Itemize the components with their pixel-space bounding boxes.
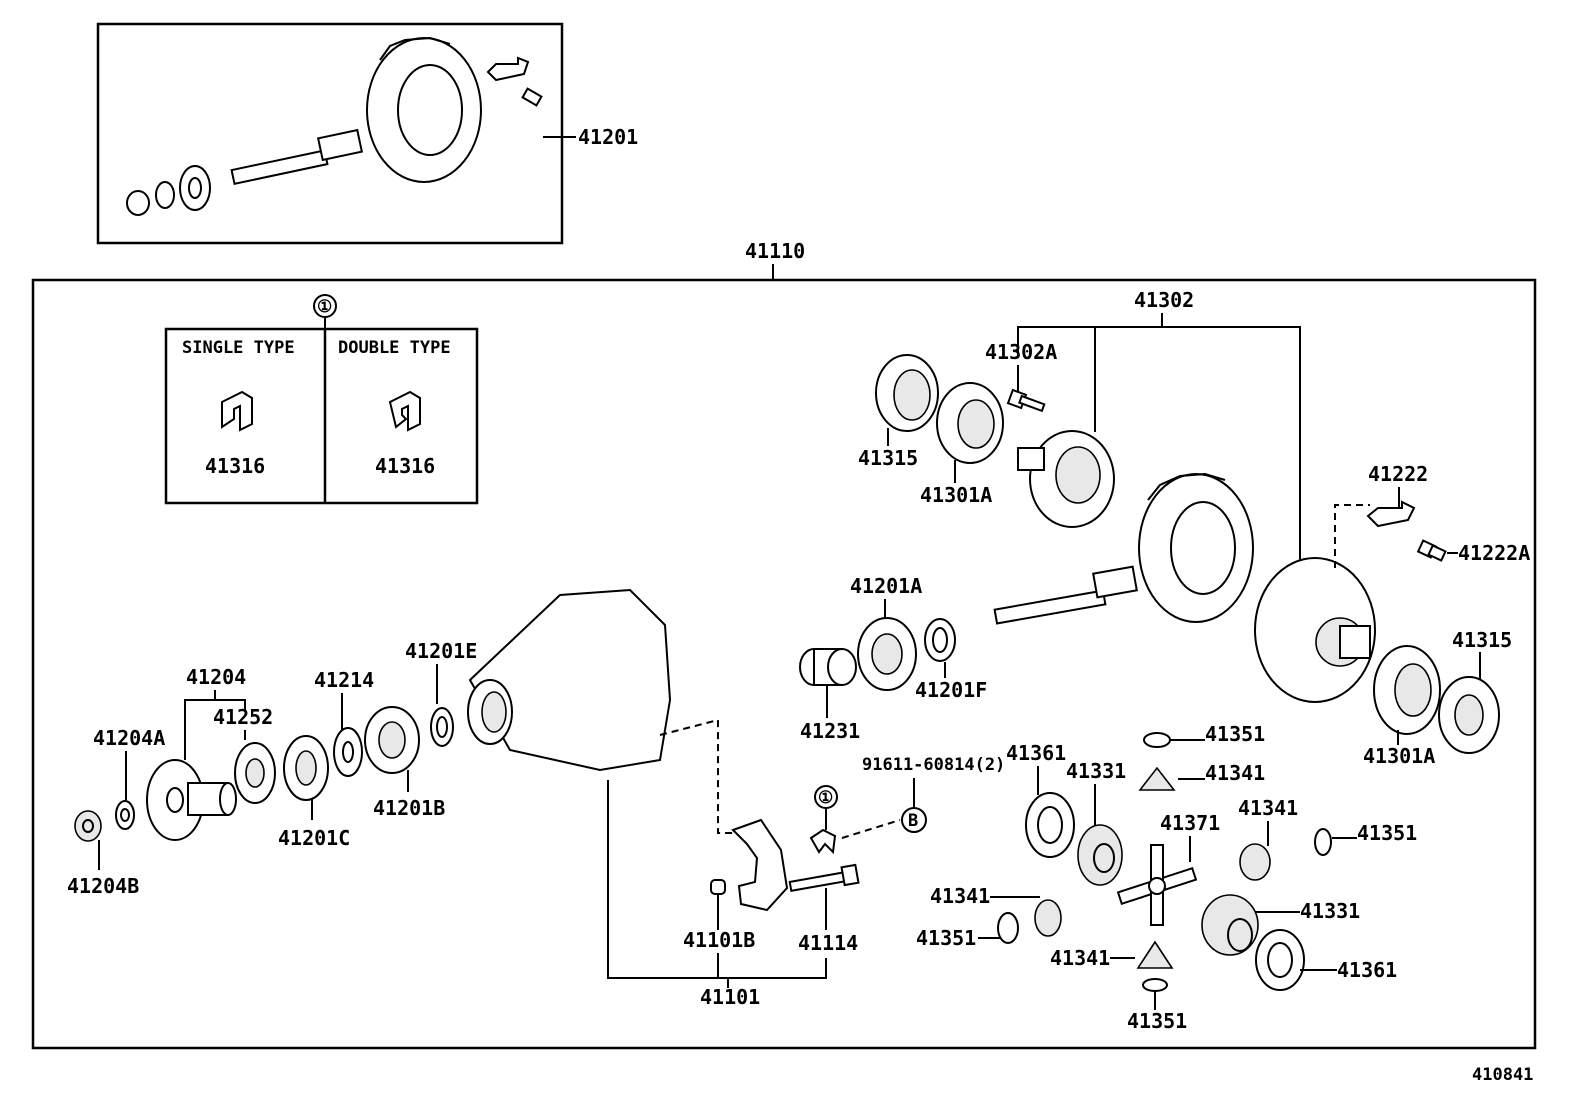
shim-41201F — [924, 618, 956, 662]
washer-41351-b — [1314, 828, 1332, 856]
side-gear-41331-b — [1201, 894, 1259, 956]
clip-41316-installed — [809, 828, 837, 855]
ring-gear-pinion-main — [993, 472, 1254, 625]
part-label-41341-a: 41341 — [1205, 761, 1265, 785]
bearing-cup-41315-right — [1438, 676, 1500, 754]
part-label-41341-d: 41341 — [1050, 946, 1110, 970]
thrust-washer-41361-b — [1255, 929, 1305, 991]
part-label-41341-b: 41341 — [1238, 796, 1298, 820]
part-label-41101B: 41101B — [683, 928, 755, 952]
bearing-41201A — [857, 617, 917, 691]
part-label-41331-top: 41331 — [1066, 759, 1126, 783]
part-label-41252: 41252 — [213, 705, 273, 729]
single-clip-illustration — [221, 390, 253, 432]
part-label-41351-a: 41351 — [1205, 722, 1265, 746]
part-label-41231: 41231 — [800, 719, 860, 743]
clip-marker-1: ① — [818, 788, 833, 808]
part-label-41315-right: 41315 — [1452, 628, 1512, 652]
part-label-41201E: 41201E — [405, 639, 477, 663]
pinion-41341-c — [1034, 899, 1062, 937]
part-label-41101: 41101 — [700, 985, 760, 1009]
part-label-41351-b: 41351 — [1357, 821, 1417, 845]
knock-pin-41101B — [710, 879, 726, 895]
differential-carrier-housing — [467, 588, 672, 772]
pinion-shaft-41371 — [1116, 844, 1198, 926]
part-label-41201B: 41201B — [373, 796, 445, 820]
ring-gear-pinion-illustration — [126, 36, 543, 216]
bearing-cap-41101 — [731, 818, 789, 912]
part-label-41351-c: 41351 — [916, 926, 976, 950]
part-label-41315-top: 41315 — [858, 446, 918, 470]
plate-41222 — [1366, 500, 1416, 528]
nut-41204B — [74, 810, 102, 842]
part-label-41204A: 41204A — [93, 726, 165, 750]
part-label-41361-top: 41361 — [1006, 741, 1066, 765]
washer-41351-a — [1143, 732, 1171, 748]
assembly-label-41110: 41110 — [745, 239, 805, 263]
dust-deflector-41252 — [234, 742, 276, 804]
spacer-41231 — [799, 648, 857, 686]
part-label-41201A: 41201A — [850, 574, 922, 598]
carrier-assembly-box — [31, 278, 1537, 1050]
companion-flange-41204 — [146, 759, 237, 841]
side-gear-41331-top — [1077, 824, 1123, 886]
part-label-91611: 91611-60814(2) — [862, 755, 1005, 775]
ring-gear-set-box — [96, 22, 564, 245]
part-label-41301A-right: 41301A — [1363, 744, 1435, 768]
part-label-41204: 41204 — [186, 665, 246, 689]
pinion-41341-d — [1136, 940, 1174, 969]
part-label-41222: 41222 — [1368, 462, 1428, 486]
part-label-41201C: 41201C — [278, 826, 350, 850]
pinion-41341-b — [1239, 843, 1271, 881]
washer-41351-d — [1142, 978, 1168, 992]
bolt-41222A — [1416, 539, 1447, 562]
part-label-41331-b: 41331 — [1300, 899, 1360, 923]
part-label-41361-b: 41361 — [1337, 958, 1397, 982]
part-label-41204B: 41204B — [67, 874, 139, 898]
pinion-41341-a — [1138, 766, 1176, 791]
diagram-code: 410841 — [1472, 1065, 1533, 1085]
clip-type-inset — [164, 327, 479, 505]
washer-41351-c — [997, 912, 1019, 944]
bearing-cup-41315-top — [875, 354, 939, 432]
bolt-marker-b: B — [908, 811, 918, 831]
part-label-41316-single: 41316 — [205, 454, 265, 478]
part-label-41371: 41371 — [1160, 811, 1220, 835]
washer-41204A — [115, 800, 135, 830]
double-clip-illustration — [388, 390, 421, 432]
bolt-41302A — [1006, 388, 1046, 413]
shim-41201E — [430, 707, 454, 747]
inset-marker: ① — [317, 297, 332, 317]
spacer-41214 — [333, 727, 363, 777]
part-label-41302A: 41302A — [985, 340, 1057, 364]
thrust-washer-41361-top — [1025, 792, 1075, 858]
part-label-41351-d: 41351 — [1127, 1009, 1187, 1033]
part-label-41341-c: 41341 — [930, 884, 990, 908]
single-type-label: SINGLE TYPE — [182, 338, 295, 358]
bearing-41201B — [364, 706, 420, 774]
bearing-41301A-top — [936, 382, 1004, 464]
part-label-41316-double: 41316 — [375, 454, 435, 478]
part-label-41301A-top: 41301A — [920, 483, 992, 507]
double-type-label: DOUBLE TYPE — [338, 338, 451, 358]
bolt-41114 — [788, 863, 860, 892]
part-label-41114: 41114 — [798, 931, 858, 955]
part-label-41302: 41302 — [1134, 288, 1194, 312]
part-label-41214: 41214 — [314, 668, 374, 692]
bearing-41301A-right — [1373, 645, 1441, 735]
differential-case-right — [1254, 557, 1376, 703]
part-label-41201F: 41201F — [915, 678, 987, 702]
oil-seal-41201C — [283, 735, 329, 801]
part-label-41222A: 41222A — [1458, 541, 1530, 565]
differential-case-half — [1017, 430, 1115, 528]
part-label-41201: 41201 — [578, 125, 638, 149]
